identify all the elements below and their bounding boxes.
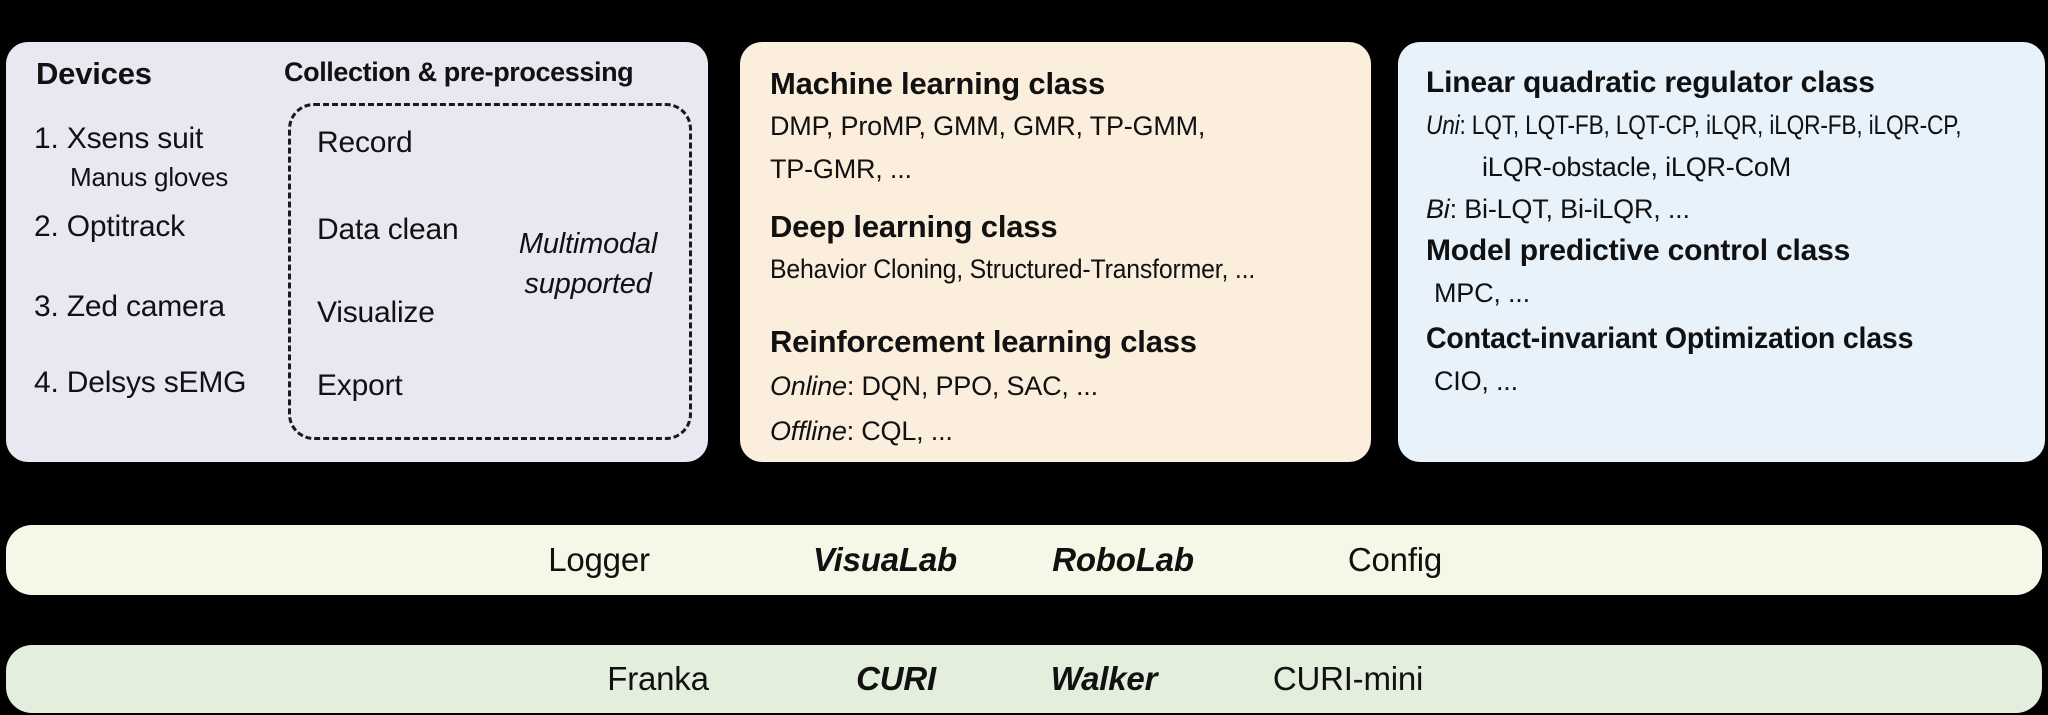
robot-franka: Franka [607, 660, 709, 697]
rl-offline-rest: : CQL, ... [846, 416, 953, 446]
device-item-manus: Manus gloves [70, 162, 229, 192]
device-item-zed: 3. Zed camera [34, 290, 225, 323]
lqr-bi-algorithms: Bi: Bi-LQT, Bi-iLQR, ... [1426, 188, 2017, 230]
rl-offline-prefix: Offline [770, 416, 847, 446]
lqr-uni-prefix: Uni [1426, 110, 1460, 140]
multimodal-note-line2: supported [524, 268, 652, 300]
preprocessing-dashed-box: Record Data clean Visualize Export Multi… [288, 103, 692, 440]
control-panel: Linear quadratic regulator class Uni: LQ… [1398, 42, 2045, 462]
multimodal-note-line1: Multimodal [518, 228, 658, 260]
lqr-bi-rest: : Bi-LQT, Bi-iLQR, ... [1449, 194, 1690, 224]
step-data-clean: Data clean [317, 213, 459, 246]
lqr-uni-algorithms-cont: iLQR-obstacle, iLQR-CoM [1482, 152, 1791, 182]
step-export: Export [317, 369, 403, 402]
ml-class-title: Machine learning class [770, 66, 1106, 101]
device-item-optitrack: 2. Optitrack [34, 210, 185, 243]
rl-offline-algorithms: Offline: CQL, ... [770, 410, 1341, 453]
lqr-uni-rest: : LQT, LQT-FB, LQT-CP, iLQR, iLQR-FB, iL… [1459, 110, 1962, 140]
modules-bar: Logger VisuaLab RoboLab Config [6, 525, 2042, 595]
dl-class-title: Deep learning class [770, 209, 1058, 244]
mpc-algorithms: MPC, ... [1434, 278, 1530, 308]
rl-class-title: Reinforcement learning class [770, 324, 1197, 359]
ml-class-algorithms-line2: TP-GMR, ... [770, 154, 912, 184]
module-config: Config [1347, 541, 1443, 578]
robots-bar: Franka CURI Walker CURI-mini [6, 645, 2042, 713]
rl-online-prefix: Online [770, 371, 847, 401]
lqr-uni-algorithms: Uni: LQT, LQT-FB, LQT-CP, iLQR, iLQR-FB,… [1426, 104, 2017, 146]
mpc-class-title: Model predictive control class [1426, 234, 1851, 267]
lqr-bi-prefix: Bi [1426, 194, 1450, 224]
rl-online-rest: : DQN, PPO, SAC, ... [846, 371, 1098, 401]
cio-class-title: Contact-invariant Optimization class [1426, 322, 1914, 355]
robot-walker: Walker [1050, 660, 1158, 697]
lqr-class-title: Linear quadratic regulator class [1426, 66, 1875, 99]
module-logger: Logger [548, 541, 650, 578]
devices-title: Devices [36, 56, 152, 91]
device-item-xsens: 1. Xsens suit [34, 122, 204, 155]
cio-algorithms: CIO, ... [1434, 366, 1518, 396]
rl-online-algorithms: Online: DQN, PPO, SAC, ... [770, 365, 1341, 408]
device-item-delsys: 4. Delsys sEMG [34, 366, 247, 399]
module-robolab: RoboLab [1052, 541, 1194, 578]
robot-curi: CURI [856, 660, 936, 697]
dl-class-algorithms: Behavior Cloning, Structured-Transformer… [770, 254, 1256, 284]
ml-class-algorithms-line1: DMP, ProMP, GMM, GMR, TP-GMM, [770, 111, 1206, 141]
devices-panel: Devices Collection & pre-processing 1. X… [6, 42, 708, 462]
robot-curi-mini: CURI-mini [1272, 660, 1424, 697]
multimodal-note: Multimodal supported [489, 224, 687, 304]
step-visualize: Visualize [317, 296, 435, 329]
collection-title: Collection & pre-processing [284, 57, 634, 87]
learning-panel: Machine learning class DMP, ProMP, GMM, … [740, 42, 1371, 462]
step-record: Record [317, 126, 413, 159]
module-visualab: VisuaLab [813, 541, 957, 578]
